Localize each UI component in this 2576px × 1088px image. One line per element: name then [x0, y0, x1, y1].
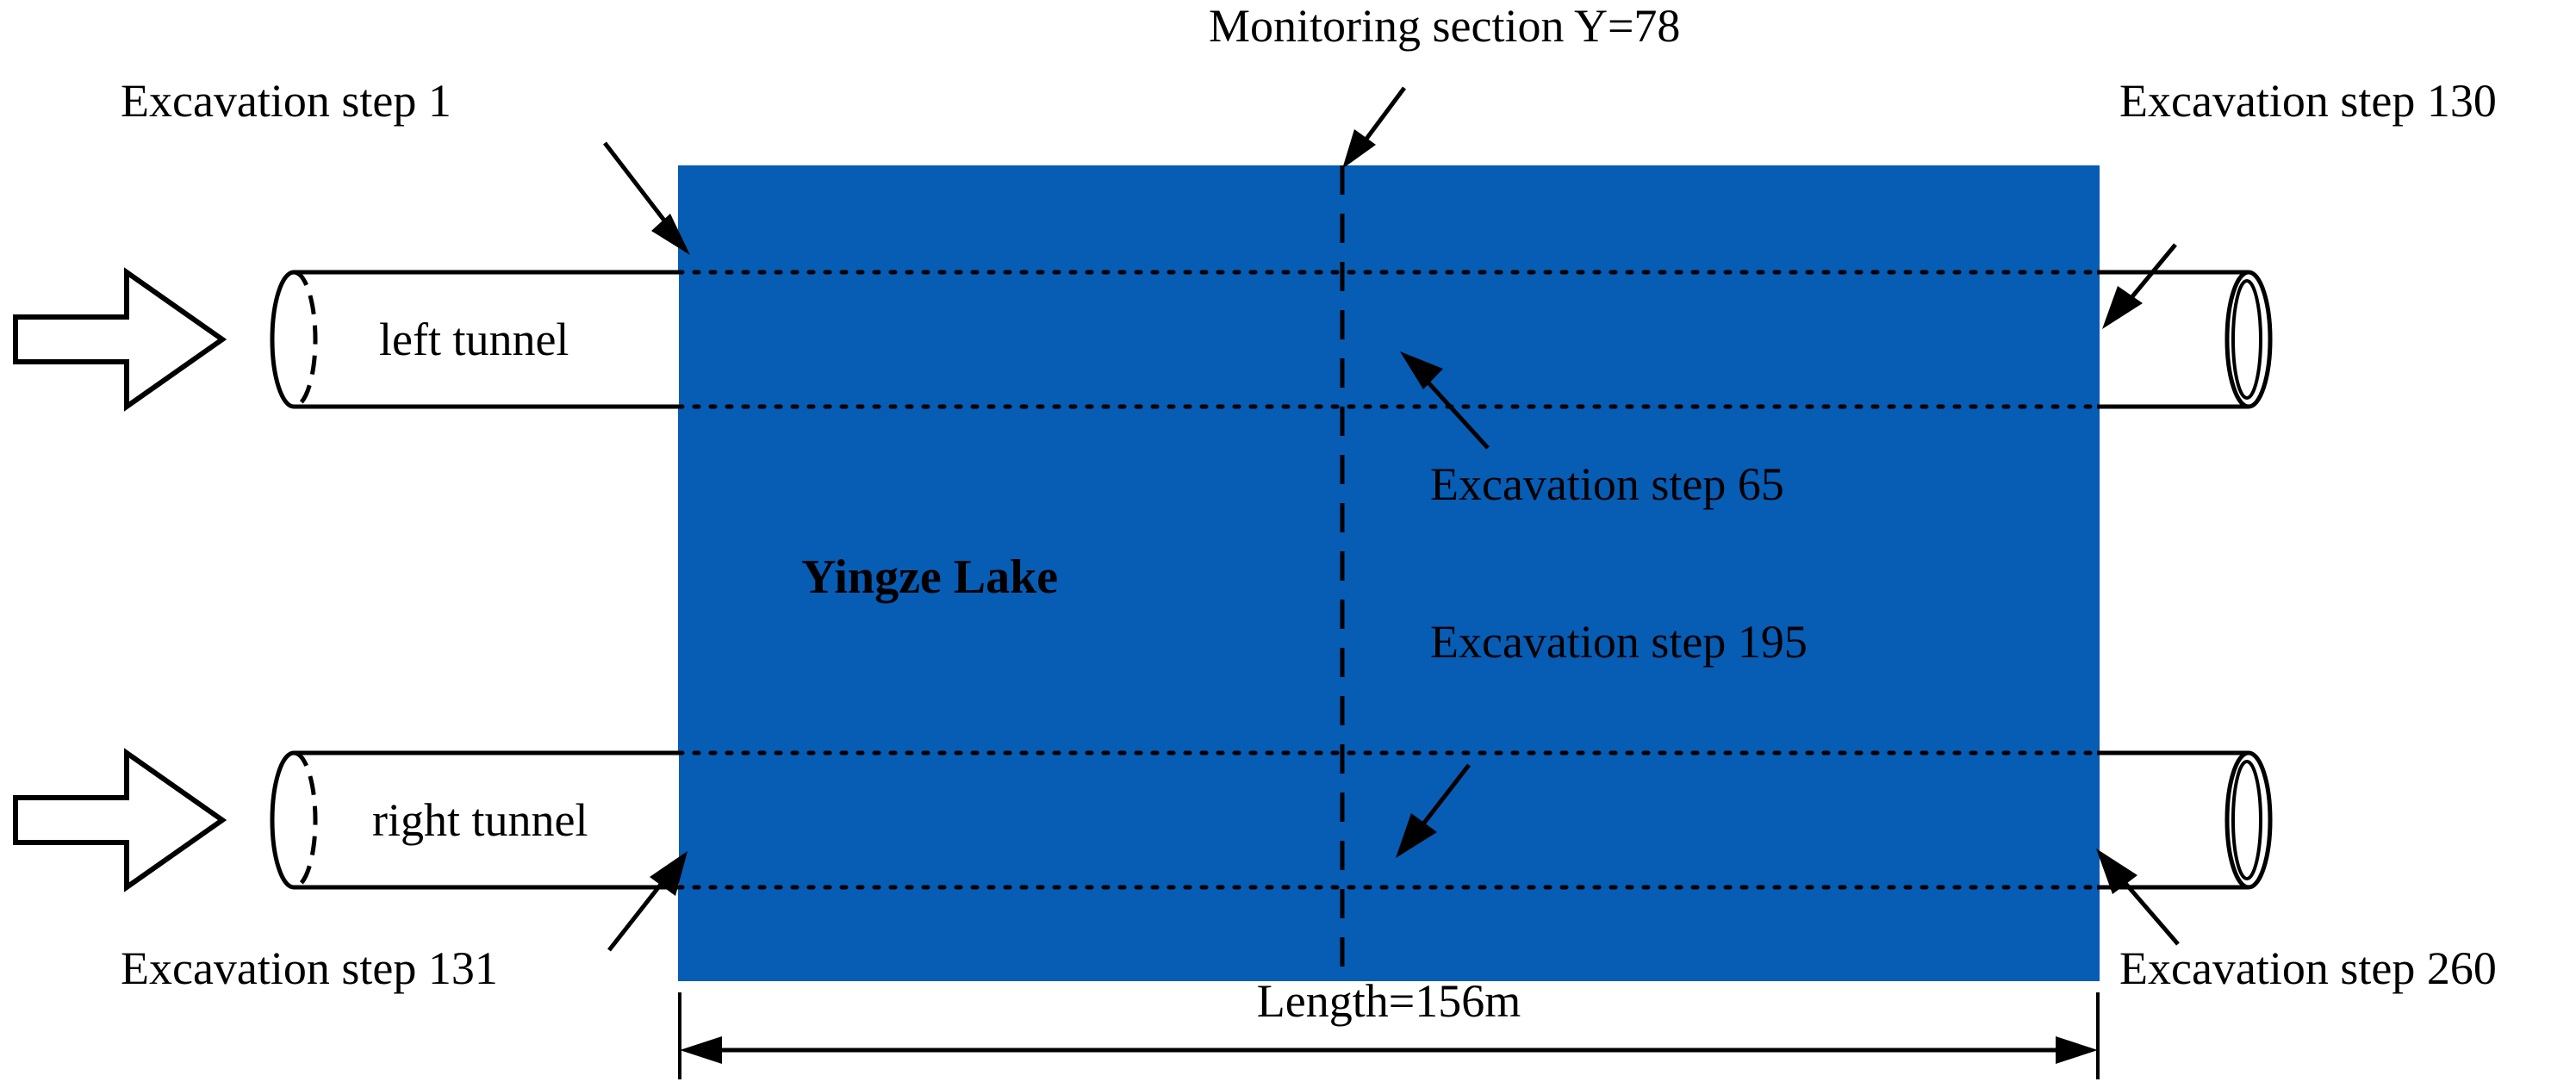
block-arrow-right-icon	[13, 748, 227, 892]
excavation-step-1-leader	[603, 141, 690, 255]
left-tunnel-portal-outer	[2224, 270, 2273, 409]
right-tunnel-body	[274, 753, 679, 887]
left-tunnel-cap-back	[293, 270, 318, 409]
right-tunnel-portal-inner	[2231, 760, 2262, 880]
left-tunnel-body	[274, 272, 679, 407]
leader-arrow-icon	[1396, 813, 1437, 858]
lake-rectangle	[678, 165, 2100, 981]
excavation-step-195-leader	[1396, 763, 1471, 858]
dimension-double-arrow-icon	[680, 1036, 722, 1064]
monitoring-section-leader	[1342, 86, 1407, 169]
excavation-step-131-label: Excavation step 131	[121, 942, 498, 994]
excavation-step-195-label: Excavation step 195	[1430, 616, 1808, 668]
left-tunnel-group: left tunnel	[270, 270, 681, 409]
excavation-step-130-leader	[2102, 243, 2177, 329]
lake-name-label: Yingze Lake	[801, 550, 1058, 604]
left-tunnel-cap-front	[270, 270, 295, 409]
leader-arrow-icon	[2096, 849, 2137, 894]
excavation-step-65-label: Excavation step 65	[1430, 458, 1784, 510]
excavation-step-131-leader	[607, 851, 688, 952]
dimension-double-arrow-icon	[2056, 1036, 2098, 1064]
excavation-step-130-label: Excavation step 130	[2119, 75, 2497, 127]
length-dimension: Length=156m	[678, 975, 2100, 1079]
right-tunnel-exit-group	[2097, 750, 2298, 890]
right-tunnel-group: right tunnel	[270, 750, 681, 890]
leader-arrow-icon	[651, 214, 690, 255]
leader-arrow-icon	[1400, 351, 1443, 389]
monitoring-section-label: Monitoring section Y=78	[1209, 0, 1680, 52]
right-tunnel-cap-back	[293, 750, 318, 890]
left-tunnel-exit-group	[2097, 270, 2298, 409]
excavation-step-65-leader	[1400, 351, 1490, 450]
leader-arrow-icon	[650, 851, 688, 896]
leader-arrow-icon	[2102, 286, 2143, 329]
length-dimension-label: Length=156m	[1257, 975, 1521, 1027]
left-tunnel-label: left tunnel	[379, 314, 569, 365]
leader-arrow-icon	[1342, 129, 1376, 169]
excavation-step-1-label: Excavation step 1	[121, 75, 451, 127]
left-tunnel-portal-inner	[2231, 279, 2262, 400]
right-inflow-arrow	[13, 748, 227, 892]
excavation-step-260-label: Excavation step 260	[2119, 942, 2497, 994]
right-tunnel-cap-front	[270, 750, 295, 890]
left-inflow-arrow	[13, 267, 227, 412]
excavation-step-260-leader	[2096, 849, 2180, 946]
right-tunnel-label: right tunnel	[372, 794, 588, 846]
right-tunnel-portal-outer	[2224, 750, 2273, 890]
block-arrow-right-icon	[13, 267, 227, 412]
